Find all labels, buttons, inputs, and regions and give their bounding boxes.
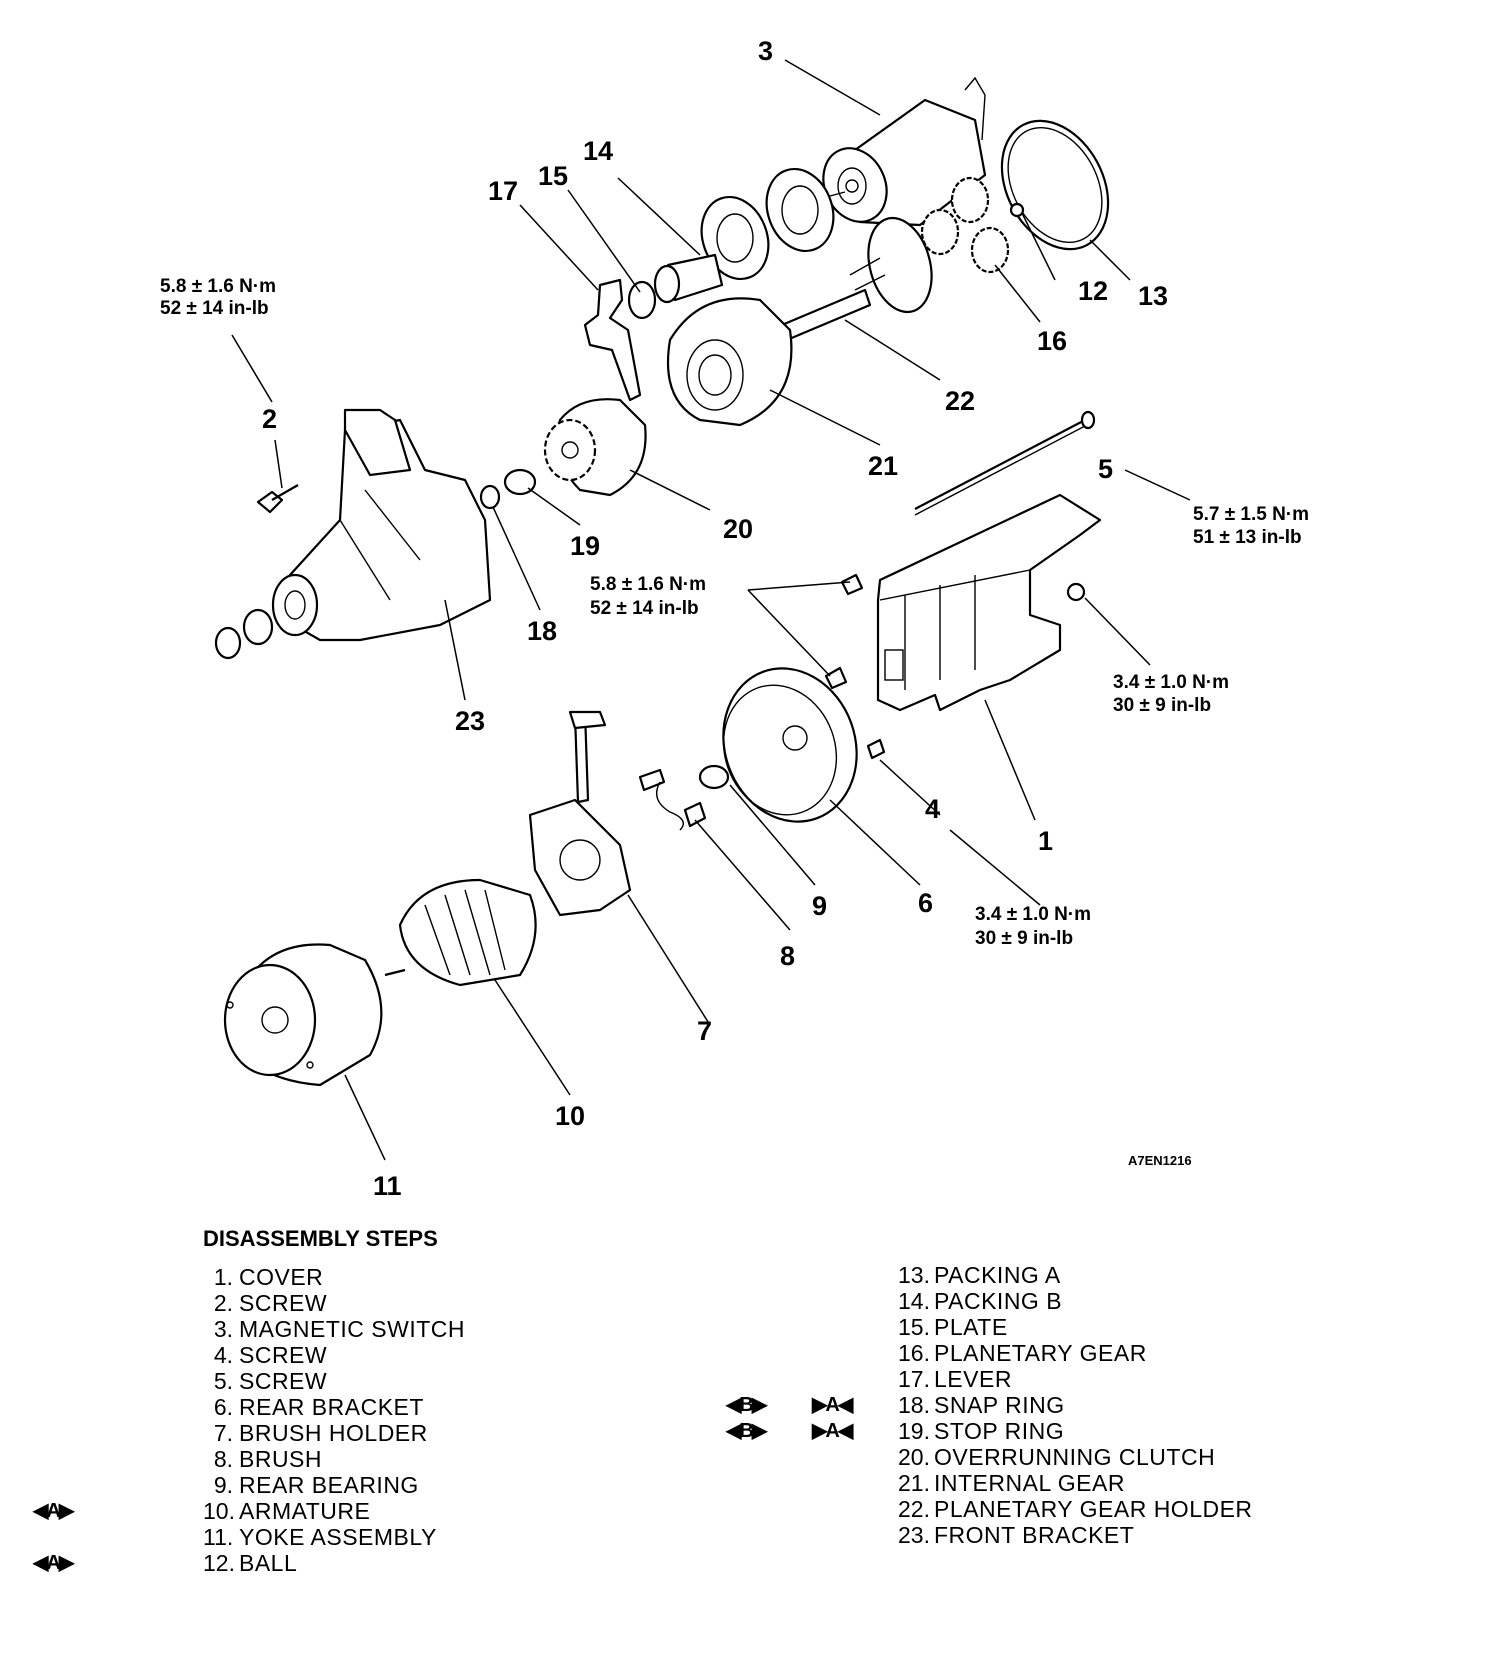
planetary-gears-drawing [920, 176, 1010, 274]
cover-bolts-drawing [824, 573, 1086, 760]
service-marker: ▶A◀ [812, 1420, 853, 1442]
front-bracket-drawing [214, 408, 492, 660]
step-item: 14.PACKING B [898, 1288, 1063, 1314]
torque-bolts-mid-inlb: 52 ± 14 in-lb [590, 598, 699, 619]
step-item: 16.PLANETARY GEAR [898, 1340, 1147, 1366]
callout-17: 17 [488, 176, 518, 206]
cover-drawing [876, 493, 1102, 712]
callout-2: 2 [262, 404, 277, 434]
service-marker: ▶A◀ [812, 1394, 853, 1416]
step-item: 13.PACKING A [898, 1262, 1061, 1288]
step-item: 5.SCREW [213, 1368, 328, 1394]
step-item: 9.REAR BEARING [213, 1472, 419, 1498]
callout-21: 21 [868, 451, 898, 481]
callout-22: 22 [945, 386, 975, 416]
callout-13: 13 [1138, 281, 1168, 311]
internal-gear-drawing [666, 297, 793, 427]
torque-bracket-nut-inlb: 30 ± 9 in-lb [1113, 695, 1211, 716]
torque-screw-2-nm: 5.8 ± 1.6 N·m [160, 276, 276, 297]
step-item: 21.INTERNAL GEAR [898, 1470, 1125, 1496]
snap-ring-drawing [479, 484, 501, 510]
step-item: 17.LEVER [898, 1366, 1012, 1392]
step-item: 23.FRONT BRACKET [898, 1522, 1135, 1548]
through-bolt-drawing [914, 410, 1096, 516]
service-marker: ◀B▶ [726, 1420, 767, 1442]
service-marker: ◀B▶ [726, 1394, 767, 1416]
brush-holder-drawing [528, 710, 632, 917]
callout-9: 9 [812, 891, 827, 921]
callout-18: 18 [527, 616, 557, 646]
torque-screw-5-inlb: 51 ± 13 in-lb [1193, 527, 1302, 548]
brush-drawing [638, 768, 707, 831]
service-marker: ◀A▶ [33, 1552, 74, 1574]
torque-screw-4-inlb: 30 ± 9 in-lb [975, 928, 1073, 949]
torque-screw-2-inlb: 52 ± 14 in-lb [160, 298, 269, 319]
step-item: 2.SCREW [213, 1290, 328, 1316]
overrunning-clutch-drawing [543, 398, 647, 497]
step-item: 6.REAR BRACKET [213, 1394, 424, 1420]
callout-11: 11 [373, 1171, 402, 1201]
step-item: 7.BRUSH HOLDER [213, 1420, 428, 1446]
ball-drawing [1009, 202, 1025, 218]
rear-bearing-drawing [698, 764, 730, 790]
step-item: 4.SCREW [213, 1342, 328, 1368]
yoke-assembly-drawing [223, 943, 383, 1087]
callout-4: 4 [925, 794, 940, 824]
torque-screw-5-nm: 5.7 ± 1.5 N·m [1193, 504, 1309, 525]
packing-b-plates-drawing [627, 167, 835, 320]
callout-10: 10 [555, 1101, 585, 1131]
figure-id: A7EN1216 [1128, 1153, 1192, 1168]
leader-lines [231, 59, 1191, 1161]
torque-specs: 5.8 ± 1.6 N·m 52 ± 14 in-lb 5.7 ± 1.5 N·… [160, 276, 1309, 949]
callout-12: 12 [1078, 276, 1108, 306]
callout-19: 19 [570, 531, 600, 561]
steps-title: DISASSEMBLY STEPS [203, 1226, 438, 1251]
torque-bolts-mid-nm: 5.8 ± 1.6 N·m [590, 574, 706, 595]
step-item: ◀A▶10.ARMATURE [33, 1498, 371, 1524]
service-marker: ◀A▶ [33, 1500, 74, 1522]
armature-drawing [384, 878, 537, 987]
steps-left-column: 1.COVER 2.SCREW 3.MAGNETIC SWITCH 4.SCRE… [33, 1264, 465, 1576]
torque-screw-4-nm: 3.4 ± 1.0 N·m [975, 904, 1091, 925]
stop-ring-drawing [503, 468, 537, 496]
callout-16: 16 [1037, 326, 1067, 356]
callout-14: 14 [583, 136, 613, 166]
callout-15: 15 [538, 161, 568, 191]
step-item: ◀A▶12.BALL [33, 1550, 298, 1576]
steps-right-column: 13.PACKING A 14.PACKING B 15.PLATE 16.PL… [726, 1262, 1253, 1548]
callout-7: 7 [697, 1016, 712, 1046]
callout-20: 20 [723, 514, 753, 544]
step-item: ◀B▶▶A◀19.STOP RING [726, 1418, 1065, 1444]
step-item: 1.COVER [213, 1264, 324, 1290]
callout-23: 23 [455, 706, 485, 736]
step-item: 3.MAGNETIC SWITCH [213, 1316, 465, 1342]
callout-6: 6 [918, 888, 933, 918]
callout-1: 1 [1038, 826, 1053, 856]
rear-bracket-drawing [722, 667, 858, 823]
torque-bracket-nut-nm: 3.4 ± 1.0 N·m [1113, 672, 1229, 693]
step-item: 11.YOKE ASSEMBLY [203, 1524, 437, 1550]
step-item: 22.PLANETARY GEAR HOLDER [898, 1496, 1253, 1522]
step-item: ◀B▶▶A◀18.SNAP RING [726, 1392, 1065, 1418]
step-item: 8.BRUSH [213, 1446, 323, 1472]
step-item: 20.OVERRUNNING CLUTCH [898, 1444, 1216, 1470]
callout-labels: 1 2 3 4 5 6 7 8 9 10 11 12 13 14 15 16 1… [262, 36, 1168, 1201]
screw-2-drawing [256, 484, 299, 514]
magnetic-switch-drawing [822, 76, 987, 227]
callout-3: 3 [758, 36, 773, 66]
callout-8: 8 [780, 941, 795, 971]
lever-drawing [583, 278, 642, 402]
step-item: 15.PLATE [898, 1314, 1008, 1340]
callout-5: 5 [1098, 454, 1113, 484]
